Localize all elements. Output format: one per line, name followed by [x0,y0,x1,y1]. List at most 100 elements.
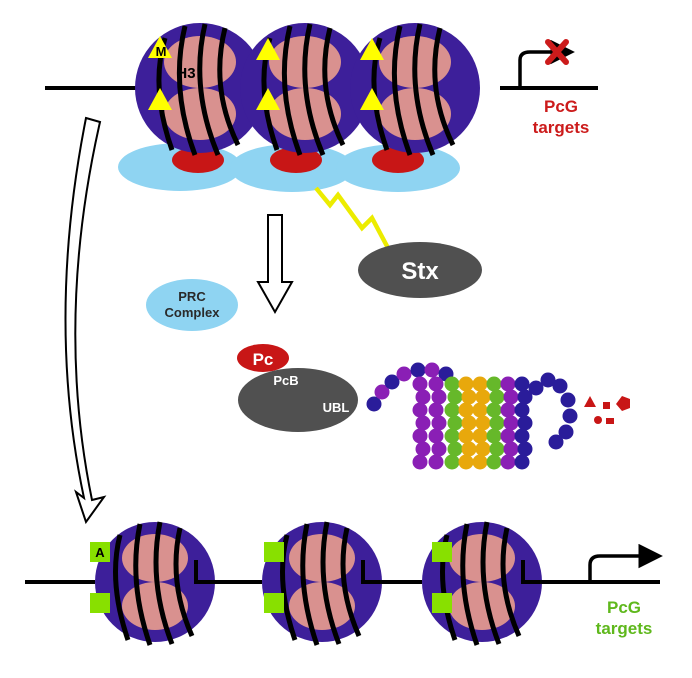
proteasome-bead [458,376,474,392]
proteasome-bead [447,441,463,457]
bottom-chromatin: A PcG targets [25,521,663,646]
repressed-x-icon [545,39,569,65]
methyl-label-m: M [156,44,167,59]
proteasome-bead [444,402,460,418]
curved-hollow-arrow [64,116,107,525]
pcg-targets-repressed-line1: PcG [544,97,578,116]
down-hollow-arrow [256,214,294,315]
proteasome-bead [412,376,428,392]
prc-label-line1: PRC [178,289,206,304]
proteasome-bead [458,402,474,418]
proteasome-bead [447,389,463,405]
proteasome-bead [514,428,530,444]
proteasome-bead [503,389,519,405]
proteasome-bead [461,441,477,457]
proteasome-bead [486,376,502,392]
methyl-mark-3a [360,38,384,60]
degraded-fragments [584,396,630,424]
proteasome-bead [558,424,574,440]
acetyl-mark-1b [90,593,110,613]
proteasome-bead [412,428,428,444]
proteasome-bead [486,454,502,470]
proteasome-bead [489,389,505,405]
ubl-label: UBL [323,400,350,415]
ubl-shuttle [238,368,358,432]
acetyl-mark-1a [90,542,110,562]
proteasome-bead [514,402,530,418]
proteasome-bead [384,374,400,390]
proteasome-bead [458,428,474,444]
proteasome-bead [475,389,491,405]
proteasome-bead [366,396,382,412]
proteasome-bead [472,428,488,444]
proteasome-bead [472,376,488,392]
proteasome-bead [444,454,460,470]
acetyl-label-a: A [95,545,105,560]
proteasome-spiral [366,362,578,470]
proteasome-bead [489,415,505,431]
proteasome-bead [415,415,431,431]
proteasome-bead [461,415,477,431]
pc-bound-1 [172,147,224,173]
proteasome-bead [412,454,428,470]
prc-complex-free [146,279,238,331]
proteasome-bead [514,376,530,392]
repressed-promoter-arrow [518,39,575,88]
stx-label: Stx [401,258,439,285]
proteasome-bead [428,428,444,444]
proteasome-bead [444,376,460,392]
proteasome-bead [475,441,491,457]
proteasome-bead [500,454,516,470]
methyl-mark-2a [256,38,280,60]
acetyl-mark-3b [432,593,452,613]
proteasome-bead [486,428,502,444]
proteasome-bead [517,389,533,405]
proteasome-bead [486,402,502,418]
pc-label: Pc [253,350,274,369]
proteasome-bead [500,402,516,418]
proteasome-bead [552,378,568,394]
proteasome-bead [431,415,447,431]
acetyl-mark-3a [432,542,452,562]
proteasome-bead [517,441,533,457]
methyl-mark-1b [148,88,172,110]
nucleosome-bottom-2 [262,521,385,646]
methyl-mark-2b [256,88,280,110]
proteasome-bead [461,389,477,405]
proteasome-bead [415,441,431,457]
active-promoter-arrow [588,543,663,582]
proteasome-bead [560,392,576,408]
methyl-mark-1a [148,36,172,58]
proteasome-bead [374,384,390,400]
histone-label-h3: H3 [176,65,195,82]
proteasome-bead [528,380,544,396]
proteasome-bead [475,415,491,431]
stx-protein [358,242,482,298]
proteasome-bead [396,366,412,382]
proteasome-bead [500,428,516,444]
proteasome-bead [514,454,530,470]
proteasome-bead [410,362,426,378]
proteasome-bead [489,441,505,457]
proteasome-bead [548,434,564,450]
pcg-targets-active-line1: PcG [607,598,641,617]
proteasome-bead [562,408,578,424]
nucleosome-top-3 [350,23,480,156]
methyl-mark-3b [360,88,384,110]
proteasome-bead [431,389,447,405]
proteasome-bead [428,454,444,470]
pcb-label: PcB [273,373,298,388]
pcg-targets-active-line2: targets [596,619,653,638]
proteasome-bead [431,441,447,457]
acetyl-mark-2a [264,542,284,562]
proteasome-bead [415,389,431,405]
proteasome-bead [500,376,516,392]
proteasome-bead [540,372,556,388]
proteasome-bead [517,415,533,431]
prc-label-line2: Complex [165,305,221,320]
proteasome-bead [447,415,463,431]
proteasome-bead [458,454,474,470]
pcg-targets-repressed-line2: targets [533,118,590,137]
proteasome-bead [472,402,488,418]
